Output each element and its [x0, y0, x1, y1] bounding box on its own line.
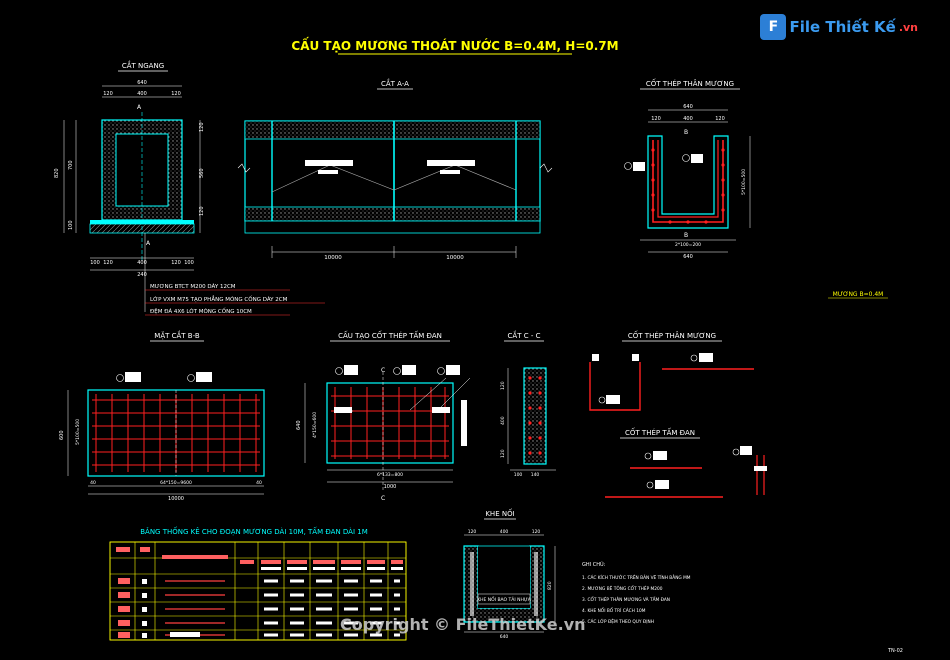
svg-text:820: 820	[547, 581, 553, 590]
svg-text:4*150=600: 4*150=600	[312, 412, 318, 438]
watermark-suffix: .vn	[898, 20, 918, 34]
section-mark-a-top: A	[137, 104, 142, 111]
svg-text:640: 640	[683, 104, 693, 110]
svg-text:700: 700	[68, 160, 74, 170]
svg-text:100: 100	[68, 220, 74, 230]
svg-text:120: 120	[103, 91, 113, 97]
dim-aa-left: 10000	[324, 255, 342, 261]
section-mark-b-bottom: B	[684, 232, 688, 239]
section-cc-label: CẮT C - C	[508, 330, 541, 340]
svg-text:400: 400	[683, 116, 693, 122]
side-note: MƯƠNG B=0.4M	[833, 291, 884, 298]
section-mark-a-bottom: A	[146, 240, 151, 247]
svg-text:2*100=200: 2*100=200	[675, 242, 701, 248]
svg-text:10000: 10000	[168, 496, 184, 502]
svg-text:640: 640	[296, 420, 302, 430]
svg-text:640: 640	[500, 634, 509, 640]
note-1: 1. CÁC KÍCH THƯỚC TRÊN BẢN VẼ TÍNH BẰNG …	[582, 573, 691, 581]
svg-text:120: 120	[715, 116, 725, 122]
wall-rebar-2-label: CỐT THÉP THÂN MƯƠNG	[628, 330, 716, 340]
watermark-brand: File Thiết Kế	[789, 18, 896, 36]
svg-text:140: 140	[531, 472, 540, 478]
svg-text:400: 400	[500, 416, 506, 425]
svg-text:400: 400	[137, 91, 147, 97]
statistics-table: BẢNG THỐNG KÊ CHO ĐOẠN MƯƠNG DÀI 10M, TẤ…	[109, 526, 407, 641]
cross-section-label: CẮT NGANG	[122, 60, 164, 70]
section-mark-c-top: C	[381, 367, 385, 374]
svg-text:120: 120	[651, 116, 661, 122]
note-3: 3. CỐT THÉP THÂN MƯƠNG VÀ TẤM ĐAN	[582, 595, 670, 603]
joint-view: KHE NỐI 120 400 120 KHE NỐI BAO TẢI NHỰA…	[463, 508, 556, 640]
drawing-title: CẤU TẠO MƯƠNG THOÁT NƯỚC B=0.4M, H=0.7M	[291, 36, 618, 53]
wall-rebar-view: CỐT THÉP THÂN MƯƠNG 640 120 400 120 B 2*…	[624, 78, 888, 299]
note-4: 4. KHE NỐI BỐ TRÍ CÁCH 10M	[582, 606, 646, 614]
watermark-logo: F File Thiết Kế .vn	[760, 14, 918, 40]
layer-3-text: ĐỆM ĐÁ 4X6 LÓT MÓNG CỐNG 10CM	[150, 307, 252, 315]
svg-text:560: 560	[199, 168, 205, 178]
wall-rebar-view-2: CỐT THÉP THÂN MƯƠNG	[589, 330, 754, 411]
dim-aa-right: 10000	[446, 255, 464, 261]
slab-rebar-view: CỐT THÉP TẤM ĐAN	[605, 427, 767, 498]
svg-text:120: 120	[532, 529, 541, 535]
svg-text:1000: 1000	[384, 484, 397, 490]
section-aa-label: CẮT A-A	[381, 78, 409, 88]
logo-icon: F	[760, 14, 787, 40]
slab-rebar-detail-view: CẤU TẠO CỐT THÉP TẤM ĐAN C C 640 4*150=6…	[296, 330, 471, 502]
section-mark-c-bottom: C	[381, 495, 385, 502]
svg-text:KHE NỐI BAO TẢI NHỰA: KHE NỐI BAO TẢI NHỰA	[477, 595, 532, 603]
slab-rebar-detail-label: CẤU TẠO CỐT THÉP TẤM ĐAN	[338, 330, 442, 340]
joint-label: KHE NỐI	[485, 508, 514, 518]
svg-text:40: 40	[90, 480, 96, 486]
svg-text:400: 400	[500, 529, 509, 535]
svg-text:64*150=9600: 64*150=9600	[160, 480, 192, 486]
slab-rebar-label: CỐT THÉP TẤM ĐAN	[625, 427, 695, 437]
svg-text:5*100=500: 5*100=500	[75, 419, 81, 445]
cross-section-view: CẮT NGANG 640 120 400 120 A A 820 700 10…	[54, 60, 325, 316]
svg-text:400: 400	[137, 260, 147, 266]
svg-text:120: 120	[199, 122, 205, 132]
svg-text:820: 820	[54, 168, 60, 178]
table-title: BẢNG THỐNG KÊ CHO ĐOẠN MƯƠNG DÀI 10M, TẤ…	[140, 526, 368, 536]
svg-text:100: 100	[514, 472, 523, 478]
svg-text:600: 600	[59, 430, 65, 440]
table-grid	[109, 541, 407, 641]
svg-text:640: 640	[683, 254, 693, 260]
section-aa-view: CẮT A-A 10000 10000	[237, 78, 553, 261]
section-bb-view: MẶT CẮT B-B 600 5*100=500 40 64*150=9600…	[59, 330, 265, 502]
notes-block: GHI CHÚ: 1. CÁC KÍCH THƯỚC TRÊN BẢN VẼ T…	[582, 561, 691, 625]
layer-1-text: MƯƠNG BTCT M200 DÀY 12CM	[150, 283, 236, 290]
svg-text:5*100=500: 5*100=500	[741, 169, 747, 195]
svg-text:120: 120	[468, 529, 477, 535]
svg-text:120: 120	[171, 91, 181, 97]
svg-text:240: 240	[137, 272, 147, 278]
notes-heading: GHI CHÚ:	[582, 561, 606, 568]
svg-text:640: 640	[137, 80, 147, 86]
note-5: 5. CÁC LỚP ĐỆM THEO QUY ĐỊNH	[582, 617, 654, 625]
section-bb-label: MẶT CẮT B-B	[154, 330, 200, 340]
svg-text:40: 40	[256, 480, 262, 486]
svg-text:100: 100	[184, 260, 194, 266]
svg-text:6*133=800: 6*133=800	[377, 472, 403, 478]
note-2: 2. MƯƠNG BÊ TÔNG CỐT THÉP M200	[582, 584, 663, 592]
svg-text:120: 120	[500, 449, 506, 458]
copyright-watermark: Copyright © FileThietKe.vn	[340, 615, 586, 634]
svg-text:120: 120	[500, 381, 506, 390]
wall-rebar-label: CỐT THÉP THÂN MƯƠNG	[646, 78, 734, 88]
svg-text:120: 120	[199, 206, 205, 216]
section-cc-view: CẮT C - C 120 400 120 100 140	[500, 330, 556, 478]
section-mark-b-top: B	[684, 129, 688, 136]
svg-text:120: 120	[171, 260, 181, 266]
svg-text:100: 100	[90, 260, 100, 266]
page-number: TN-02	[887, 648, 903, 654]
svg-text:120: 120	[103, 260, 113, 266]
layer-2-text: LỚP VXM M75 TẠO PHẲNG MÓNG CỐNG DÀY 2CM	[150, 295, 288, 303]
